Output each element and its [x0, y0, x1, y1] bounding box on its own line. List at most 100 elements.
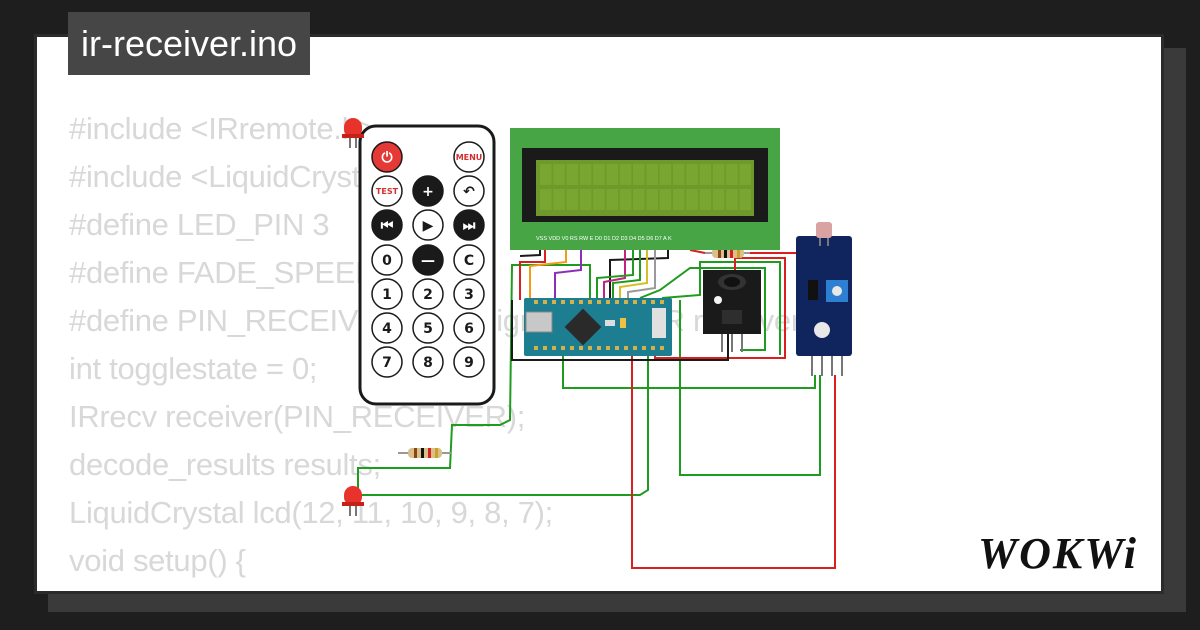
nano-pin	[561, 300, 565, 304]
nano-pin	[588, 300, 592, 304]
remote-button-test[interactable]: TEST	[371, 175, 403, 207]
lcd-cell	[659, 189, 672, 210]
nano-pin	[642, 300, 646, 304]
code-line: int togglestate = 0;	[69, 351, 318, 386]
lcd-cell	[606, 189, 618, 210]
remote-button-label: ⏮	[381, 218, 394, 234]
nano-pin	[534, 346, 538, 350]
remote-button-zero[interactable]: 0	[371, 244, 403, 276]
resistor-top	[705, 248, 750, 258]
lcd-cell	[646, 164, 658, 185]
lcd-cell	[540, 189, 552, 210]
lcd-cell	[579, 189, 592, 210]
lcd-cell	[579, 164, 592, 185]
remote-button-label: C	[464, 253, 474, 269]
remote-button-four[interactable]: 4	[371, 312, 403, 344]
code-line: LiquidCrystal lcd(12, 11, 10, 9, 8, 7);	[69, 495, 553, 530]
lcd-cell	[593, 164, 605, 185]
nano-pin	[597, 300, 601, 304]
nano-pin	[642, 346, 646, 350]
lcd-cell	[673, 189, 685, 210]
lcd-cell	[739, 164, 751, 185]
lcd-cell	[553, 164, 565, 185]
lcd-cell	[659, 164, 672, 185]
lcd-cell	[726, 189, 738, 210]
nano-pin	[543, 346, 547, 350]
wire-orange	[529, 245, 567, 300]
wire-green	[639, 267, 766, 351]
nano-pin	[552, 300, 556, 304]
nano-pin	[651, 300, 655, 304]
remote-button-three[interactable]: 3	[453, 278, 485, 310]
wire-red	[689, 249, 706, 254]
resistor-bottom	[398, 448, 452, 458]
lcd-cell	[633, 164, 645, 185]
lcd-cell	[593, 189, 605, 210]
code-line: #define FADE_SPEED 5	[69, 255, 403, 290]
lcd-cell	[619, 164, 632, 185]
remote-button-label: ⏭	[463, 218, 476, 234]
code-preview: #include <IRremote.h>#include <LiquidCry…	[69, 105, 801, 585]
wire-red	[519, 245, 546, 300]
remote-button-back[interactable]: ↶	[453, 175, 485, 207]
remote-button-play[interactable]: ▶	[412, 209, 444, 241]
remote-button-prev[interactable]: ⏮	[371, 209, 403, 241]
lcd-cell	[566, 189, 579, 210]
lcd-cell	[673, 164, 685, 185]
remote-button-five[interactable]: 5	[412, 312, 444, 344]
remote-button-label: 2	[423, 287, 433, 303]
wire-magenta	[603, 245, 626, 300]
wire-green	[562, 350, 816, 389]
remote-button-label: 9	[464, 355, 474, 371]
remote-button-menu[interactable]: MENU	[453, 141, 485, 173]
nano-pin	[606, 300, 610, 304]
nano-pin	[588, 346, 592, 350]
lcd-cell	[606, 164, 618, 185]
remote-button-two[interactable]: 2	[412, 278, 444, 310]
remote-button-minus[interactable]: —	[412, 244, 444, 276]
nano-pin	[633, 300, 637, 304]
lcd-cell	[699, 189, 712, 210]
arduino-nano[interactable]	[524, 298, 672, 356]
remote-button-power[interactable]: ⏻	[371, 141, 403, 173]
remote-button-label: 6	[464, 321, 474, 337]
lcd-display[interactable]: VSS VDD V0 RS RW E D0 D1 D2 D3 D4 D5 D6 …	[510, 128, 780, 250]
wire-gray	[627, 245, 656, 300]
remote-button-label: TEST	[376, 187, 399, 196]
remote-button-plus[interactable]: +	[412, 175, 444, 207]
ir-receiver-module[interactable]	[703, 270, 761, 352]
nano-pin	[534, 300, 538, 304]
nano-pin	[570, 346, 574, 350]
remote-button-label: 0	[382, 253, 392, 269]
remote-button-eight[interactable]: 8	[412, 346, 444, 378]
led-bottom	[342, 486, 364, 516]
remote-button-label: 4	[382, 321, 392, 337]
nano-pin	[624, 300, 628, 304]
nano-pin	[543, 300, 547, 304]
remote-button-label: —	[421, 253, 435, 269]
nano-pin	[660, 346, 664, 350]
remote-button-clear[interactable]: C	[453, 244, 485, 276]
nano-pin	[615, 346, 619, 350]
remote-button-one[interactable]: 1	[371, 278, 403, 310]
remote-button-next[interactable]: ⏭	[453, 209, 485, 241]
lcd-cell	[633, 189, 645, 210]
wire-red	[631, 350, 836, 569]
remote-button-label: 5	[423, 321, 433, 337]
nano-pin	[597, 346, 601, 350]
remote-button-seven[interactable]: 7	[371, 346, 403, 378]
lcd-pin-labels: VSS VDD V0 RS RW E D0 D1 D2 D3 D4 D5 D6 …	[536, 236, 672, 242]
remote-button-six[interactable]: 6	[453, 312, 485, 344]
photoresistor-module[interactable]	[796, 222, 852, 376]
remote-button-nine[interactable]: 9	[453, 346, 485, 378]
wire-green	[355, 350, 649, 496]
lcd-cell	[619, 189, 632, 210]
code-line: decode_results results;	[69, 447, 381, 482]
lcd-cell	[646, 189, 658, 210]
lcd-character-cells	[540, 164, 751, 210]
wire-green	[679, 300, 821, 476]
project-filename: ir-receiver.ino	[68, 12, 311, 75]
